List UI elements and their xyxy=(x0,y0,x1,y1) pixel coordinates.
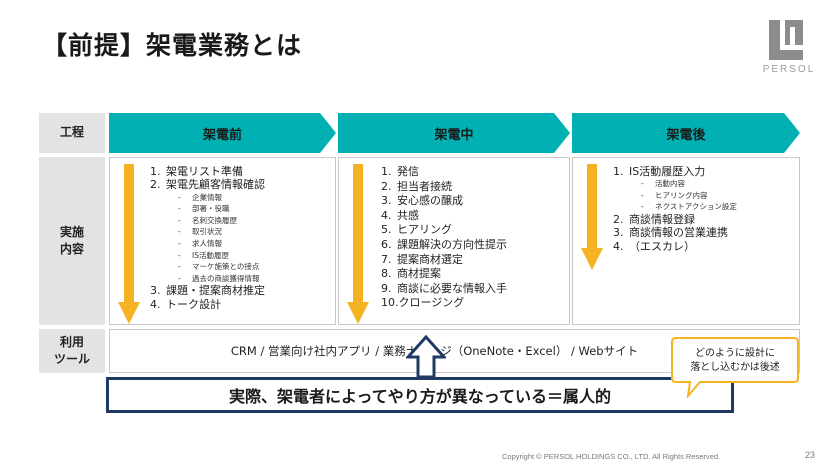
list-item: 1.発信 xyxy=(381,165,419,178)
copyright-footer: Copyright © PERSOL HOLDINGS CO., LTD. Al… xyxy=(502,452,721,461)
sub-item: -企業情報 xyxy=(178,192,222,202)
list-item: 6.課題解決の方向性提示 xyxy=(381,237,507,251)
list-item: 5.ヒアリング xyxy=(381,223,452,237)
list-item: 2.担当者接続 xyxy=(381,179,452,193)
list-item: 3.安心感の醸成 xyxy=(381,194,463,208)
row-label-process: 工程 xyxy=(39,113,105,153)
sub-item: -過去の商談獲得情報 xyxy=(178,273,260,283)
sub-item: -部署・役職 xyxy=(178,204,230,214)
down-arrow-icon xyxy=(118,164,140,324)
phase-chevron-during: 架電中 xyxy=(338,113,570,153)
content-box-after: 1.IS活動履歴入力 -活動内容 -ヒアリング内容 -ネクストアクション設定 2… xyxy=(572,157,800,325)
task-list-during: 1.発信 2.担当者接続 3.安心感の醸成 4.共感 5.ヒアリング 6.課題解… xyxy=(381,165,507,311)
list-item: 8.商材提案 xyxy=(381,267,441,281)
callout-bubble: どのように設計に 落とし込むかは後述 xyxy=(670,336,800,400)
content-box-during: 1.発信 2.担当者接続 3.安心感の醸成 4.共感 5.ヒアリング 6.課題解… xyxy=(338,157,570,325)
list-item: 1.架電リスト準備 xyxy=(150,165,243,178)
list-item: 9.商談に必要な情報入手 xyxy=(381,281,507,295)
list-item: 3.商談情報の営業連携 xyxy=(613,226,728,240)
slide-title: 【前提】架電業務とは xyxy=(42,31,303,60)
sub-item: -IS活動履歴 xyxy=(178,250,229,260)
list-item: 3.課題・提案商材推定 xyxy=(150,284,265,298)
list-item: 1.IS活動履歴入力 xyxy=(613,165,706,178)
callout-text: どのように設計に 落とし込むかは後述 xyxy=(690,348,780,373)
sub-item: -マーケ施策との接点 xyxy=(178,262,260,272)
phase-label: 架電中 xyxy=(434,127,474,143)
task-list-before: 1.架電リスト準備 2.架電先顧客情報確認 -企業情報 -部署・役職 -名刺交換… xyxy=(150,165,265,311)
persol-logo-icon xyxy=(769,20,803,60)
list-item: 7.提案商材選定 xyxy=(381,252,463,266)
list-item: 4.（エスカレ） xyxy=(613,239,695,253)
content-box-before: 1.架電リスト準備 2.架電先顧客情報確認 -企業情報 -部署・役職 -名刺交換… xyxy=(109,157,336,325)
list-item: 2.商談情報登録 xyxy=(613,213,695,227)
sub-item: -ヒアリング内容 xyxy=(641,190,708,200)
phase-label: 架電後 xyxy=(666,127,706,143)
phase-label: 架電前 xyxy=(202,127,242,143)
sub-item: -名刺交換履歴 xyxy=(178,215,237,225)
up-arrow-icon xyxy=(406,335,446,379)
list-item: 10.クロージング xyxy=(381,296,465,310)
sub-item: -ネクストアクション設定 xyxy=(641,202,737,212)
down-arrow-icon xyxy=(581,164,603,270)
down-arrow-icon xyxy=(347,164,369,324)
conclusion-banner: 実際、架電者によってやり方が異なっている＝属人的 xyxy=(106,377,734,413)
phase-chevron-before: 架電前 xyxy=(109,113,336,153)
process-table: 工程 実施 内容 利用 ツール 架電前 架電中 架電後 1.架電リスト準備 2.… xyxy=(39,113,800,373)
row-label-tools: 利用 ツール xyxy=(39,329,105,373)
sub-item: -取引状況 xyxy=(178,227,222,237)
row-label-content: 実施 内容 xyxy=(39,157,105,325)
persol-logo: PERSOL xyxy=(757,20,821,80)
list-item: 4.トーク設計 xyxy=(150,297,221,311)
logo-text: PERSOL xyxy=(762,64,816,75)
task-list-after: 1.IS活動履歴入力 -活動内容 -ヒアリング内容 -ネクストアクション設定 2… xyxy=(613,165,737,253)
list-item: 2.架電先顧客情報確認 xyxy=(150,178,265,192)
callout-shape xyxy=(671,337,799,400)
list-item: 4.共感 xyxy=(381,208,419,222)
page-number: 23 xyxy=(805,450,816,460)
sub-item: -活動内容 xyxy=(641,179,685,189)
sub-item: -求人情報 xyxy=(178,238,222,248)
phase-chevron-after: 架電後 xyxy=(572,113,800,153)
